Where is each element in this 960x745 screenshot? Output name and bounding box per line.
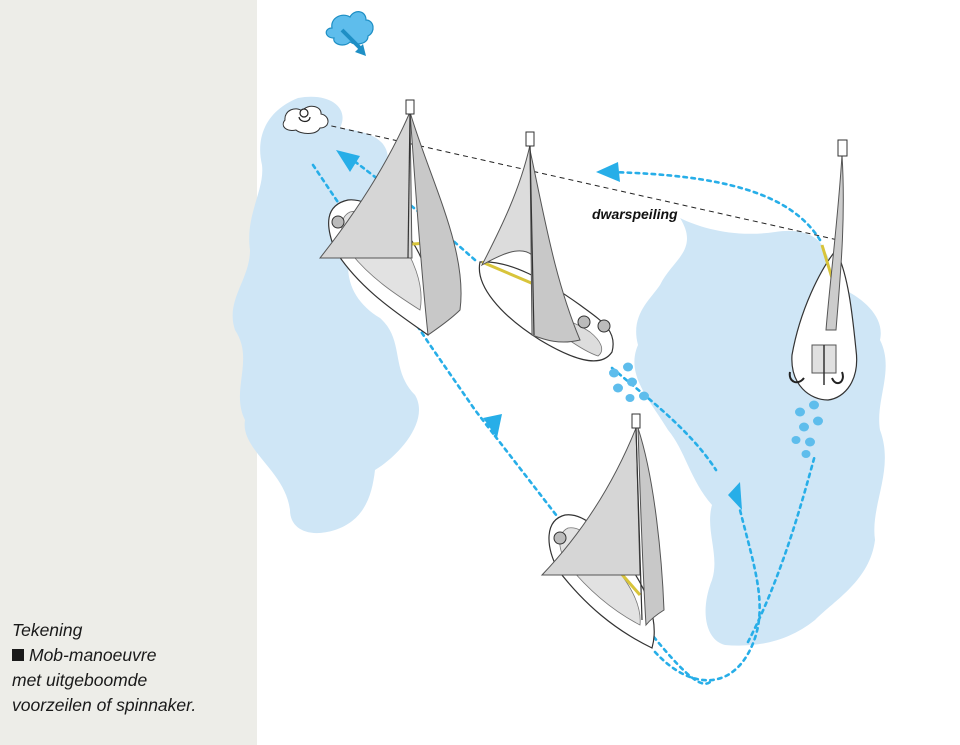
sailboat-downwind-4 [540, 413, 665, 649]
bearing-label: dwarspeiling [592, 206, 678, 222]
sailboat-reaching-2 [478, 131, 614, 362]
track-from-boat3 [610, 366, 718, 472]
track-arrowhead-left [596, 162, 620, 182]
caption-panel [0, 0, 257, 745]
track-top-return [608, 170, 822, 242]
water-area-left [232, 96, 420, 534]
track-beat-up [746, 453, 817, 644]
track-arrowhead-down [483, 414, 502, 438]
track-arrowhead-return [336, 150, 360, 172]
caption-line-1: Mob-manoeuvre [29, 645, 157, 665]
sailboat-close-hauled-3 [788, 139, 858, 401]
person-in-water-icon [282, 105, 329, 134]
water-area-right [634, 218, 886, 646]
sailboat-downwind-1 [318, 99, 462, 336]
caption-line-1-row: Mob-manoeuvre [12, 643, 252, 668]
wake-bubbles-middle [609, 362, 649, 402]
cloud-wind-icon [325, 11, 374, 56]
bearing-line [304, 119, 839, 241]
track-arrowhead-up [728, 482, 742, 510]
wake-bubbles-right [791, 400, 823, 458]
caption-title: Tekening [12, 620, 83, 640]
figure-caption: Tekening Mob-manoeuvre met uitgeboomde v… [12, 618, 252, 718]
caption-line-2: met uitgeboomde [12, 670, 148, 690]
caption-line-3: voorzeilen of spinnaker. [12, 695, 197, 715]
track-loop-right [653, 508, 761, 682]
square-bullet-icon [12, 649, 24, 661]
